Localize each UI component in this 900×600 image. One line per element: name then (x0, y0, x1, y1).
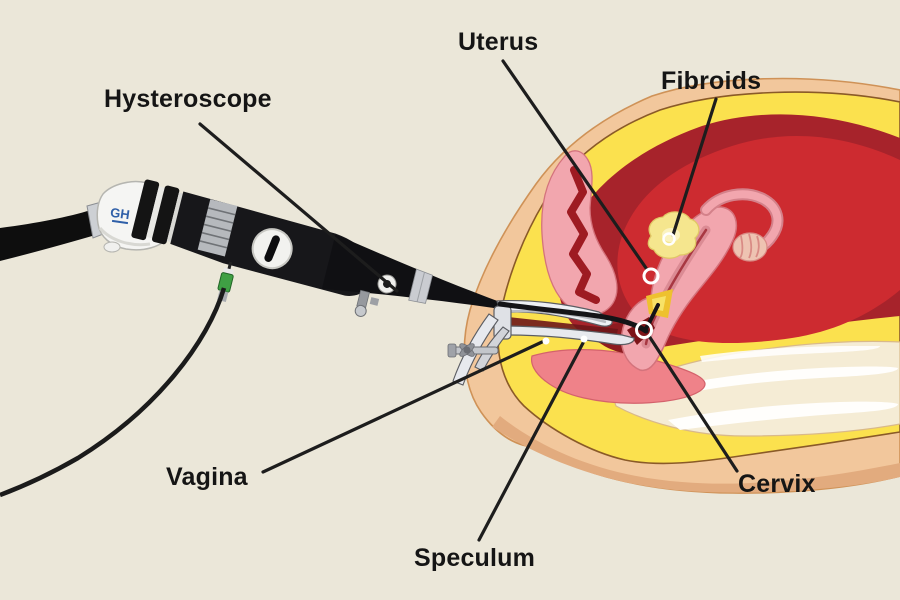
marker-dot-speculum (580, 335, 588, 343)
ovary-fimbriae (732, 232, 768, 262)
speculum-thumb-screw (447, 343, 499, 358)
label-uterus: Uterus (458, 28, 539, 56)
rectum (541, 150, 618, 316)
marker-dot-vagina (542, 337, 550, 345)
stopcock-valve (354, 289, 380, 317)
light-cable (0, 287, 227, 498)
leader-line-speculum (477, 341, 585, 542)
device-logo-text: GH (109, 205, 130, 223)
device-logo-mark (111, 219, 129, 225)
collar-ring (151, 185, 180, 245)
scope-shaft (497, 301, 660, 334)
marker-ring-fibroid (662, 232, 676, 246)
label-fibroids: Fibroids (661, 67, 762, 95)
collar-ring (131, 179, 160, 241)
leader-line-uterus (501, 59, 648, 270)
label-vagina: Vagina (166, 463, 248, 491)
marker-ring-cervix (635, 321, 653, 339)
leader-line-vagina (261, 340, 544, 474)
anatomy-cross-section (463, 77, 900, 494)
leader-line-hysteroscope (198, 122, 399, 293)
device-body-group (131, 179, 504, 317)
vaginal-wall (531, 349, 706, 404)
leader-line-cervix (647, 334, 739, 473)
focus-dial (251, 228, 293, 270)
leader-line-fibroids (671, 97, 718, 237)
leader-lines (198, 59, 739, 542)
ribbed-grip (197, 199, 238, 257)
label-cervix: Cervix (738, 470, 816, 498)
marker-ring-uterus (642, 267, 660, 285)
fallopian-tube (700, 188, 784, 262)
marker-rings (542, 232, 676, 345)
speculum-lower-blade (503, 325, 635, 346)
tapered-nose (321, 234, 504, 310)
hysteroscope-device: GH (0, 179, 504, 498)
label-speculum: Speculum (414, 544, 536, 572)
skin-shadow-band (492, 416, 900, 493)
fiber-cable (0, 210, 99, 261)
sheath-coupler (408, 268, 433, 304)
light-post (217, 261, 234, 303)
label-hysteroscope: Hysteroscope (104, 85, 272, 113)
